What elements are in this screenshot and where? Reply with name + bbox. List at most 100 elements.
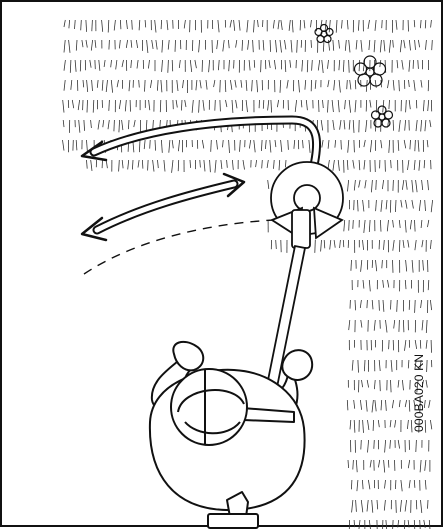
grass-blade <box>415 340 416 349</box>
grass-blade <box>374 320 375 331</box>
grass-blade <box>421 120 422 132</box>
grass-blade <box>371 180 372 192</box>
grass-blade <box>405 500 407 512</box>
grass-blade <box>288 140 289 150</box>
grass-blade <box>359 180 361 188</box>
grass-blade <box>69 20 70 28</box>
grass-blade <box>338 100 339 112</box>
grass-blade <box>69 40 70 53</box>
grass-blade <box>384 40 385 51</box>
grass-blade <box>406 260 407 271</box>
grass-blade <box>397 300 398 312</box>
grass-blade <box>328 60 329 69</box>
grass-blade <box>228 40 229 48</box>
grass-blade <box>185 100 186 107</box>
grass-blade <box>229 140 230 153</box>
grass-blade <box>343 60 344 72</box>
grass-blade <box>249 60 250 70</box>
grass-blade <box>412 180 413 192</box>
grass-blade <box>430 240 431 249</box>
grass-blade <box>353 220 354 229</box>
grass-blade <box>363 280 364 289</box>
grass-blade <box>304 20 305 28</box>
grass-blade <box>363 200 364 212</box>
grass-blade <box>177 80 178 91</box>
grass-blade <box>128 160 129 169</box>
grass-blade <box>196 80 197 90</box>
grass-blade <box>335 140 336 148</box>
grass-blade <box>361 440 362 450</box>
grass-blade <box>428 100 429 111</box>
grass-blade <box>132 20 133 30</box>
grass-blade <box>223 40 224 51</box>
grass-blade <box>408 160 409 170</box>
grass-blade <box>393 220 394 227</box>
grass-blade <box>246 80 247 91</box>
trimmer-head <box>271 162 343 248</box>
grass-blade <box>387 220 388 231</box>
grass-blade <box>367 300 368 308</box>
grass-blade <box>215 100 216 111</box>
grass-blade <box>359 160 360 170</box>
grass-blade <box>243 160 245 170</box>
grass-blade <box>384 500 385 511</box>
grass-blade <box>179 60 180 68</box>
grass-blade <box>426 320 427 333</box>
grass-blade <box>409 400 410 412</box>
grass-blade <box>415 240 416 250</box>
grass-blade <box>393 240 394 251</box>
grass-blade <box>131 40 132 48</box>
grass-blade <box>367 500 368 512</box>
grass-blade <box>178 160 179 171</box>
grass-blade <box>401 200 402 207</box>
grass-blade <box>247 20 248 32</box>
grass-blade <box>204 160 205 171</box>
grass-blade <box>409 480 410 488</box>
grass-blade <box>257 80 258 92</box>
grass-blade <box>428 280 429 290</box>
grass-blade <box>111 80 112 93</box>
grass-blade <box>349 120 350 130</box>
grass-blade <box>354 420 355 433</box>
grass-blade <box>168 40 169 50</box>
grass-blade <box>405 400 406 407</box>
grass-blade <box>287 80 288 88</box>
grass-blade <box>175 40 176 52</box>
grass-blade <box>215 160 216 173</box>
grass-blade <box>258 20 259 27</box>
grass-blade <box>374 40 375 52</box>
grass-blade <box>114 120 115 131</box>
grass-blade <box>92 80 93 91</box>
grass-blade <box>333 40 334 51</box>
grass-blade <box>122 120 123 130</box>
grass-blade <box>409 100 410 109</box>
grass-blade <box>366 400 367 412</box>
grass-blade <box>383 300 384 312</box>
grass-blade <box>172 60 173 71</box>
grass-blade <box>418 40 419 47</box>
grass-blade <box>270 140 271 153</box>
grass-blade <box>134 120 135 127</box>
grass-blade <box>138 160 139 168</box>
grass-blade <box>422 240 423 247</box>
grass-blade <box>176 100 177 108</box>
grass-blade <box>149 100 150 110</box>
grass-blade <box>407 420 408 429</box>
grass-blade <box>369 520 370 529</box>
grass-blade <box>241 80 242 88</box>
grass-blade <box>230 80 232 90</box>
grass-blade <box>268 180 269 189</box>
grass-blade <box>145 20 146 27</box>
grass-blade <box>382 180 383 189</box>
grass-blade <box>400 500 401 512</box>
grass-blade <box>419 200 420 211</box>
grass-blade <box>126 40 127 48</box>
grass-blade <box>229 60 230 71</box>
grass-blade <box>354 180 355 191</box>
grass-blade <box>157 80 158 91</box>
grass-blade <box>99 60 100 71</box>
grass-blade <box>218 20 219 32</box>
grass-blade <box>202 140 204 148</box>
grass-blade <box>70 60 71 73</box>
grass-blade <box>426 40 427 50</box>
